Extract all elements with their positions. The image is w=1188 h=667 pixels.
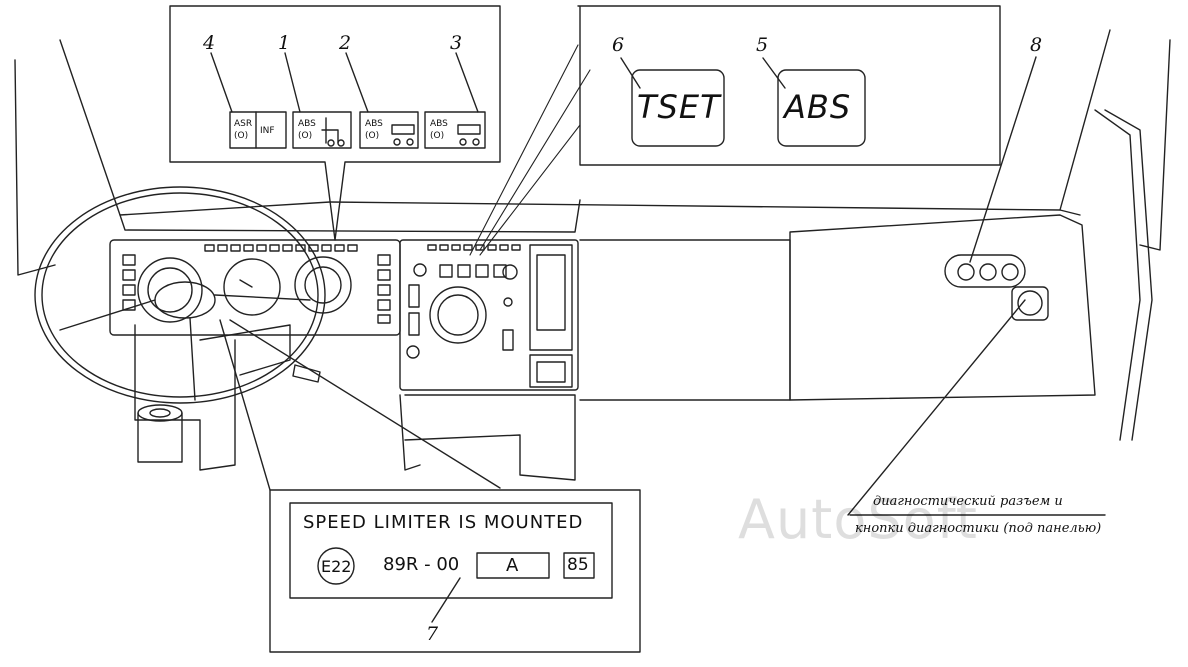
right-dash-lower	[579, 239, 791, 401]
abs-lamp-1-label: ABS	[298, 119, 316, 129]
tachometer	[294, 256, 352, 314]
callout-3: 3	[450, 32, 463, 54]
plate-speed: 85	[567, 555, 589, 575]
left-outer-pillar	[14, 59, 56, 276]
abs-lamp-2-label: ABS	[365, 119, 383, 129]
watermark: AutoSoft	[738, 488, 978, 551]
center-console	[399, 239, 579, 391]
callout-2: 2	[339, 32, 352, 54]
dash-top	[329, 201, 1081, 216]
abs-indicator-label: ABS	[784, 88, 852, 126]
speed-limiter-plate-frame	[269, 489, 641, 653]
asr-lamp-box	[229, 111, 287, 149]
inf-lamp-label: INF	[260, 126, 275, 136]
callout-8: 8	[1030, 34, 1043, 56]
plate-e-mark: E22	[321, 557, 352, 576]
tset-indicator-box	[631, 69, 725, 147]
abs-lamp-3-box	[424, 111, 486, 149]
callout-7: 7	[426, 623, 439, 645]
e-mark-circle	[317, 547, 355, 585]
panel-buttons	[122, 244, 391, 324]
left-gauge-inner	[147, 267, 193, 313]
right-outer-frame	[1139, 39, 1171, 251]
tset-indicator-label: TSET	[637, 88, 721, 126]
asr-lamp-label: ASR	[234, 119, 253, 129]
diagnostic-note-line1: диагностический разъем и	[873, 494, 1063, 509]
plate-regulation-code: 89R - 00	[383, 554, 460, 575]
diag-button-panel	[944, 254, 1026, 288]
dash-top-edge	[119, 199, 581, 233]
diag-connector-frame	[1011, 286, 1049, 321]
left-pillar	[59, 39, 331, 216]
instrument-panel	[109, 239, 401, 336]
callout-5: 5	[756, 34, 769, 56]
abs-lamp-3-symbol: (O)	[430, 131, 445, 141]
abs-indicator-box	[777, 69, 866, 147]
right-dash	[789, 214, 1096, 401]
console-controls	[406, 244, 573, 388]
console-lower	[404, 394, 576, 481]
speed-box	[563, 552, 595, 579]
steering-hub	[154, 281, 216, 319]
speedometer	[223, 258, 281, 316]
abs-lamp-1-box	[292, 111, 352, 149]
class-box	[476, 552, 550, 579]
indicator-callout-frame	[577, 5, 1001, 166]
abs-lamp-2-box	[359, 111, 419, 149]
steering-column	[134, 324, 236, 471]
abs-lamp-2-symbol: (O)	[365, 131, 380, 141]
abs-lamp-3-label: ABS	[430, 119, 448, 129]
asr-lamp-symbol: (O)	[234, 131, 249, 141]
abs-lamp-1-symbol: (O)	[298, 131, 313, 141]
callout-6: 6	[612, 34, 625, 56]
callout-4: 4	[203, 32, 216, 54]
right-pillar	[1059, 29, 1111, 211]
left-gauge-ring	[137, 257, 203, 323]
callout-1: 1	[278, 32, 291, 54]
diag-connector	[1017, 290, 1043, 316]
column-base	[137, 404, 183, 422]
diagnostic-note-line2: кнопки диагностики (под панелью)	[855, 521, 1102, 536]
right-handrail	[1094, 109, 1153, 441]
lamp-callout-frame	[169, 5, 501, 241]
plate-title: SPEED LIMITER IS MOUNTED	[303, 512, 584, 533]
steering-wheel	[34, 186, 326, 404]
plate-class: A	[506, 555, 519, 576]
